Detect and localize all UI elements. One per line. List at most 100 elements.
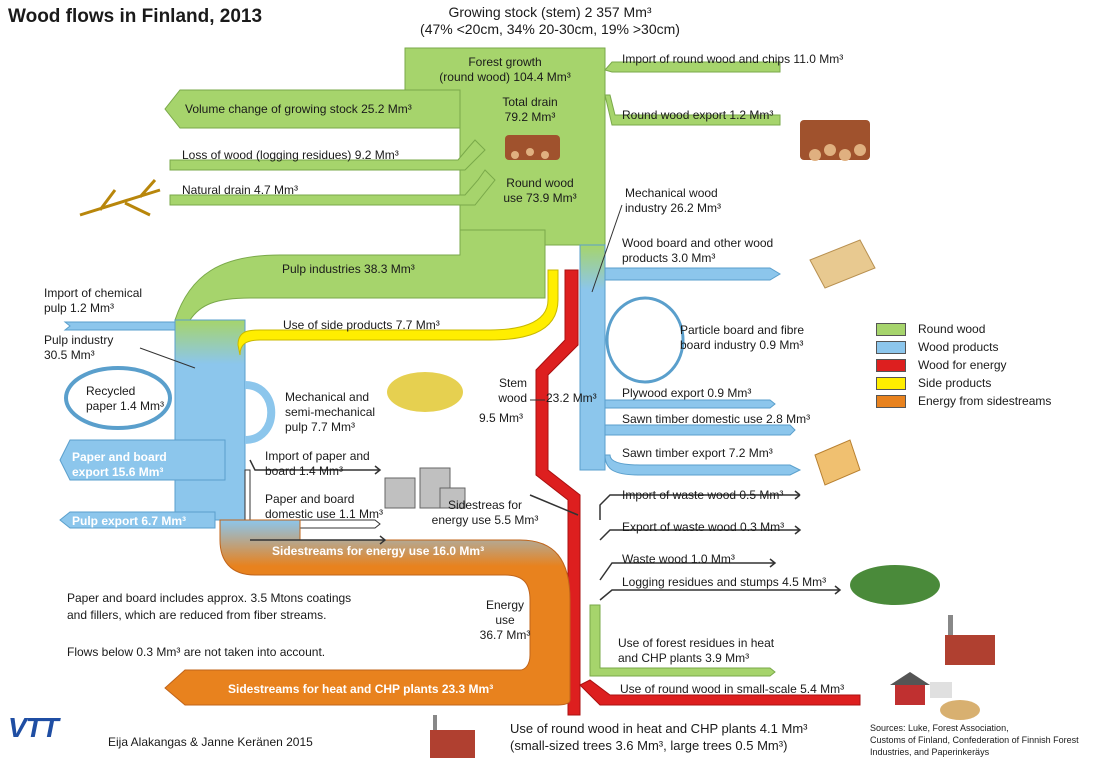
log-pile-icon [800, 120, 870, 161]
stem-wood-label-1: Stem [498, 376, 527, 390]
authors: Eija Alakangas & Janne Keränen 2015 [108, 735, 313, 749]
pulp-industries-label: Pulp industries 38.3 Mm³ [282, 262, 415, 276]
side-products-flow [237, 269, 559, 356]
legend-label: Round wood [918, 322, 986, 336]
vtt-logo: VTT [8, 712, 59, 743]
mechanical-industry-label: Mechanical wood industry 26.2 Mm³ [625, 186, 721, 216]
forest-residues-label-1: Use of forest residues in heat [618, 636, 775, 650]
forest-residues-label-2: and CHP plants 3.9 Mm³ [618, 651, 750, 665]
legend-item: Wood products [876, 338, 1051, 356]
chp-plant-small-icon [430, 715, 475, 758]
total-drain-label-1: Total drain [502, 95, 558, 109]
forest-residues-label: Use of forest residues in heat and CHP p… [618, 636, 774, 666]
wood-chips-icon [387, 372, 463, 412]
energy-use-label-2: use [495, 613, 515, 627]
legend-item: Side products [876, 374, 1051, 392]
recycled-paper-label-2: paper 1.4 Mm³ [86, 399, 165, 413]
round-wood-flows [164, 47, 781, 321]
sources-3: Industries, and Paperinkeräys [870, 747, 990, 757]
paper-domestic-label: Paper and board domestic use 1.1 Mm³ [265, 492, 383, 522]
recycled-paper-loop [64, 366, 172, 430]
sawn-domestic-arrow [604, 424, 796, 436]
round-wood-export-label: Round wood export 1.2 Mm³ [622, 108, 774, 122]
import-round-wood-arrow [604, 61, 781, 73]
energy-use-label-3: 36.7 Mm³ [479, 628, 531, 642]
legend-label: Side products [918, 376, 992, 390]
forest-growth-label: Forest growth (round wood) 104.4 Mm³ [420, 55, 590, 85]
paper-domestic-label-1: Paper and board [265, 492, 355, 506]
volume-change-label: Volume change of growing stock 25.2 Mm³ [185, 102, 412, 116]
loss-of-wood-label: Loss of wood (logging residues) 9.2 Mm³ [182, 148, 399, 162]
legend-label: Wood products [918, 340, 999, 354]
wood-board-label-2: products 3.0 Mm³ [622, 251, 716, 265]
volume-change-arrow [164, 89, 461, 129]
notes-block: Paper and board includes approx. 3.5 Mto… [67, 590, 351, 624]
sources-2: Customs of Finland, Confederation of Fin… [870, 735, 1079, 745]
note-line-1: Paper and board includes approx. 3.5 Mto… [67, 591, 352, 605]
import-paper-label: Import of paper and board 1.4 Mm³ [265, 449, 370, 479]
total-drain-label-2: 79.2 Mm³ [504, 110, 556, 124]
round-wood-use-label-1: Round wood [506, 176, 574, 190]
legend-item: Round wood [876, 320, 1051, 338]
legend-item: Wood for energy [876, 356, 1051, 374]
legend-item: Energy from sidestreams [876, 392, 1051, 410]
natural-drain-label: Natural drain 4.7 Mm³ [182, 183, 299, 197]
forest-growth-label-2: (round wood) 104.4 Mm³ [439, 70, 571, 84]
mechanical-pulp-label: Mechanical and semi-mechanical pulp 7.7 … [285, 390, 375, 435]
forest-residues-arrow [589, 604, 776, 677]
sidestreams-energy-label-1: Sidestreas for [447, 498, 523, 512]
forest-growth-label-1: Forest growth [468, 55, 542, 69]
pulp-export-label: Pulp export 6.7 Mm³ [72, 514, 187, 528]
energy-use-label: Energy use 36.7 Mm³ [475, 598, 535, 643]
pointer-lines [139, 204, 623, 401]
pulp-export-arrow [59, 511, 216, 529]
chp-footer-1: Use of round wood in heat and CHP plants… [510, 721, 808, 736]
chp-plant-icon [945, 615, 995, 665]
sidestreams-16-label: Sidestreams for energy use 16.0 Mm³ [272, 544, 485, 558]
round-wood-use-label-2: use 73.9 Mm³ [503, 191, 577, 205]
import-paper-label-2: board 1.4 Mm³ [265, 464, 344, 478]
thin-flow-lines [249, 459, 842, 601]
legend-swatch [876, 322, 906, 336]
wood-board-label-1: Wood board and other wood [622, 236, 774, 250]
pulp-industries-flow [174, 229, 546, 321]
pulp-industry-label: Pulp industry 30.5 Mm³ [44, 333, 113, 363]
pulp-industry-label-2: 30.5 Mm³ [44, 348, 95, 362]
sidestreams-energy-label-2: energy use 5.5 Mm³ [431, 513, 539, 527]
sidestreams-energy-flow [164, 519, 571, 706]
import-chem-pulp-label-1: Import of chemical [44, 286, 143, 300]
legend-label: Energy from sidestreams [918, 394, 1052, 408]
chp-footer-2: (small-sized trees 3.6 Mm³, large trees … [510, 738, 788, 753]
mechanical-industry-trunk [579, 244, 606, 471]
particle-board-loop [605, 296, 685, 384]
particle-board-label: Particle board and fibre board industry … [680, 323, 804, 353]
import-waste-label: Import of waste wood 0.5 Mm³ [622, 488, 784, 502]
paper-domestic-label-2: domestic use 1.1 Mm³ [265, 507, 384, 521]
import-round-wood-label: Import of round wood and chips 11.0 Mm³ [622, 52, 844, 66]
forest-residues-icon [850, 565, 940, 605]
total-drain-label: Total drain 79.2 Mm³ [485, 95, 575, 125]
pulp-industry-label-1: Pulp industry [44, 333, 114, 347]
mechanical-pulp-label-2: semi-mechanical [285, 405, 376, 419]
paper-board-export-arrow [59, 439, 226, 481]
legend-swatch [876, 340, 906, 354]
plywood-export-arrow [604, 399, 776, 409]
paper-export-label: Paper and board export 15.6 Mm³ [72, 450, 167, 480]
particle-board-label-1: Particle board and fibre [680, 323, 805, 337]
side-products-label: Use of side products 7.7 Mm³ [283, 318, 440, 332]
paper-export-label-2: export 15.6 Mm³ [72, 465, 164, 479]
import-chem-pulp-label-2: pulp 1.2 Mm³ [44, 301, 115, 315]
sawn-domestic-label: Sawn timber domestic use 2.8 Mm³ [622, 412, 811, 426]
recycled-paper-label-1: Recycled [86, 384, 136, 398]
houses-icon [890, 672, 952, 705]
stem-wood-label: Stem wood [495, 376, 527, 406]
growing-stock-header: Growing stock (stem) 2 357 Mm³ (47% <20c… [330, 4, 770, 38]
growing-stock-line1: Growing stock (stem) 2 357 Mm³ [448, 4, 652, 20]
logging-residues-label: Logging residues and stumps 4.5 Mm³ [622, 575, 827, 589]
wood-board-arrow [604, 267, 781, 281]
plywood-export-label: Plywood export 0.9 Mm³ [622, 386, 752, 400]
stem-wood-label-2: wood [498, 391, 527, 405]
sources-1: Sources: Luke, Forest Association, [870, 723, 1009, 733]
